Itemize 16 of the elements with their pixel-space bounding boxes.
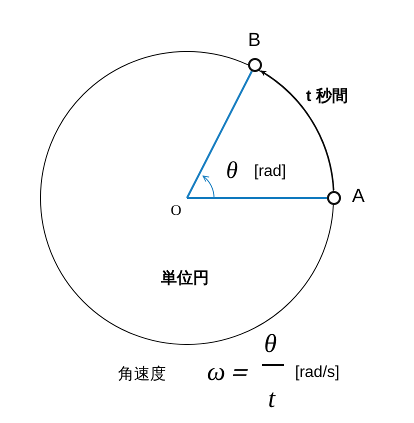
formula-denominator: t [268, 385, 276, 413]
unit-label: [rad/s] [295, 364, 340, 382]
circle-label: 単位円 [161, 270, 209, 288]
quantity-label: 角速度 [118, 366, 166, 384]
point-label: A [352, 186, 365, 208]
point-label: B [248, 30, 261, 52]
edge-label: t 秒間 [306, 88, 348, 106]
formula-symbol: ω＝ [207, 358, 252, 386]
point-marker [327, 191, 341, 205]
angle-symbol: θ [226, 158, 238, 184]
radius-line [187, 197, 327, 199]
formula-numerator: θ [264, 330, 277, 358]
radius-line [186, 70, 253, 198]
arc-arrow [260, 70, 334, 190]
unit-label: [rad] [254, 163, 286, 181]
origin-label: O [169, 202, 183, 220]
